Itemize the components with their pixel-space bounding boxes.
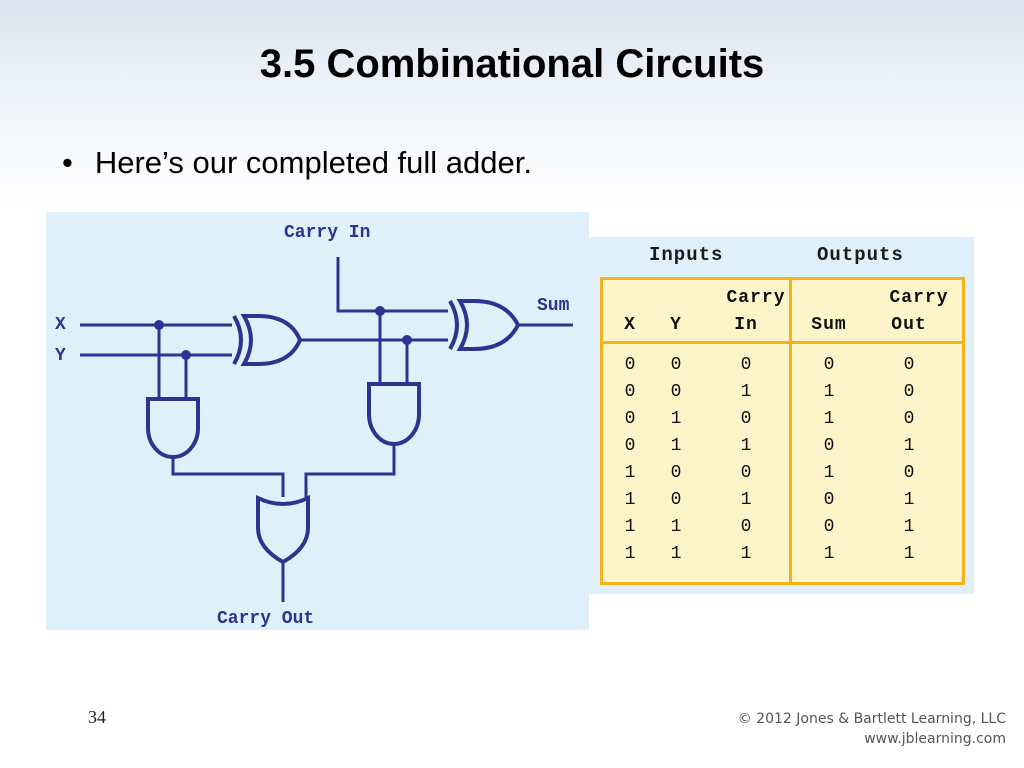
truth-table-cell: 0 bbox=[903, 463, 915, 483]
xor-gate-2 bbox=[448, 299, 521, 351]
inputs-outputs-divider bbox=[789, 280, 792, 582]
truth-table-cell: 1 bbox=[903, 544, 915, 564]
wire-carry-in bbox=[336, 257, 448, 313]
label-carry-in: Carry In bbox=[284, 223, 370, 243]
truth-table-cell: 1 bbox=[740, 436, 752, 456]
bullet-point: • Here’s our completed full adder. bbox=[62, 145, 532, 181]
header-cell: In bbox=[734, 315, 758, 335]
truth-table-cell: 0 bbox=[903, 382, 915, 402]
group-header-inputs: Inputs bbox=[649, 244, 724, 266]
truth-table-cell: 0 bbox=[670, 463, 682, 483]
truth-table-cell: 0 bbox=[670, 490, 682, 510]
truth-table-cell: 1 bbox=[670, 544, 682, 564]
truth-table-cell: 1 bbox=[740, 544, 752, 564]
or-gate bbox=[256, 494, 310, 565]
copyright-notice: © 2012 Jones & Bartlett Learning, LLC ww… bbox=[738, 709, 1006, 749]
truth-table-cell: 0 bbox=[903, 409, 915, 429]
junction-x bbox=[154, 320, 164, 330]
junction-y bbox=[181, 350, 191, 360]
truth-table-cell: 1 bbox=[624, 463, 636, 483]
truth-table-cell: 0 bbox=[670, 382, 682, 402]
truth-table-cell: 0 bbox=[823, 517, 835, 537]
truth-table-cell: 0 bbox=[740, 409, 752, 429]
label-x: X bbox=[55, 315, 66, 335]
and-gate-2 bbox=[367, 382, 421, 446]
label-carry-out: Carry Out bbox=[217, 609, 314, 629]
xor-gate-1 bbox=[232, 314, 303, 366]
and-gate-1 bbox=[146, 397, 200, 459]
truth-table-cell: 0 bbox=[740, 517, 752, 537]
truth-table-cell: 0 bbox=[903, 355, 915, 375]
page-number: 34 bbox=[88, 707, 106, 727]
copyright-line: © 2012 Jones & Bartlett Learning, LLC bbox=[737, 711, 1006, 727]
truth-table-cell: 0 bbox=[624, 355, 636, 375]
truth-table-cell: 1 bbox=[740, 490, 752, 510]
truth-table-cell: 1 bbox=[823, 544, 835, 564]
truth-table-cell: 1 bbox=[624, 490, 636, 510]
truth-table-cell: 1 bbox=[823, 409, 835, 429]
truth-table-cell: 1 bbox=[740, 382, 752, 402]
label-y: Y bbox=[55, 346, 66, 366]
junction-carry-in bbox=[375, 306, 385, 316]
truth-table-cell: 1 bbox=[624, 517, 636, 537]
header-cell: Out bbox=[891, 315, 927, 335]
truth-table-cell: 1 bbox=[624, 544, 636, 564]
truth-table-cell: 0 bbox=[624, 436, 636, 456]
truth-table-cell: 1 bbox=[903, 436, 915, 456]
slide-title: 3.5 Combinational Circuits bbox=[259, 42, 765, 86]
circuit-svg: Carry In X Y Sum Carry Out bbox=[55, 223, 573, 629]
truth-table-cell: 1 bbox=[823, 382, 835, 402]
label-sum: Sum bbox=[537, 296, 570, 316]
wire-and2-out bbox=[304, 444, 396, 497]
wire-and1-out bbox=[171, 458, 285, 497]
full-adder-circuit-diagram: Carry In X Y Sum Carry Out bbox=[46, 212, 589, 630]
truth-table-cell: 0 bbox=[823, 490, 835, 510]
truth-table-cell: 1 bbox=[670, 409, 682, 429]
header-cell: Sum bbox=[811, 315, 847, 335]
header-divider bbox=[603, 341, 962, 344]
truth-table-cell: 0 bbox=[823, 436, 835, 456]
truth-table-cell: 1 bbox=[670, 517, 682, 537]
junction-xor1-out bbox=[402, 335, 412, 345]
bullet-marker: • bbox=[62, 145, 73, 180]
truth-table-cell: 0 bbox=[740, 355, 752, 375]
group-header-outputs: Outputs bbox=[817, 244, 904, 266]
header-cell: Y bbox=[670, 315, 682, 335]
truth-table-cell: 1 bbox=[903, 517, 915, 537]
truth-table-cell: 0 bbox=[670, 355, 682, 375]
publisher-url: www.jblearning.com bbox=[864, 731, 1006, 747]
truth-table-cell: 1 bbox=[823, 463, 835, 483]
truth-table-cell: 0 bbox=[823, 355, 835, 375]
header-cell: Carry bbox=[726, 288, 786, 308]
truth-table-cell: 1 bbox=[903, 490, 915, 510]
bullet-text: Here’s our completed full adder. bbox=[94, 145, 532, 180]
truth-table-cell: 0 bbox=[624, 409, 636, 429]
header-cell: X bbox=[624, 315, 636, 335]
truth-table-cell: 1 bbox=[670, 436, 682, 456]
truth-table-cell: 0 bbox=[624, 382, 636, 402]
header-cell: Carry bbox=[889, 288, 949, 308]
truth-table-cell: 0 bbox=[740, 463, 752, 483]
